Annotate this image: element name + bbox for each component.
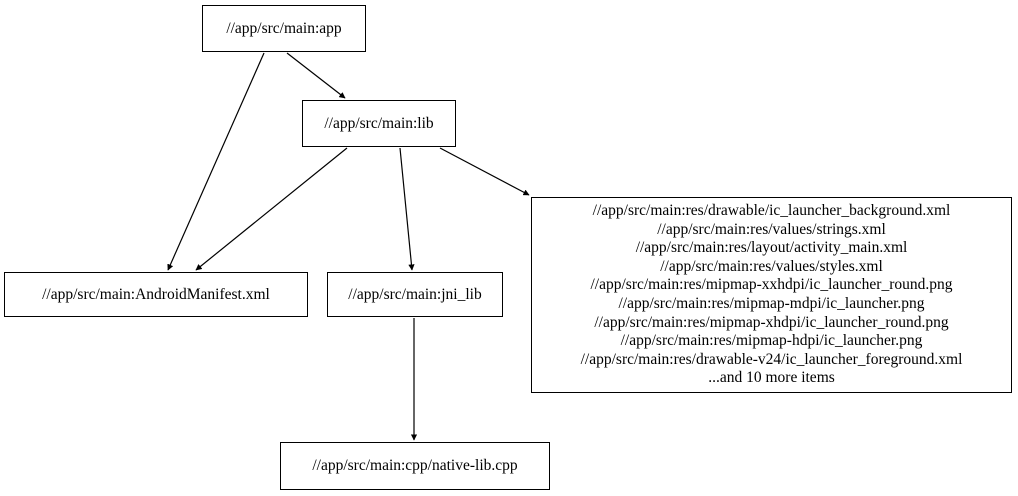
graph-node-lib[interactable]: //app/src/main:lib bbox=[302, 100, 456, 147]
graph-node-native-lib-cpp[interactable]: //app/src/main:cpp/native-lib.cpp bbox=[280, 442, 550, 490]
graph-edge-app-to-manifest bbox=[167, 52, 265, 271]
graph-node-app-label: //app/src/main:app bbox=[226, 19, 342, 37]
graph-node-jni-lib-label: //app/src/main:jni_lib bbox=[348, 285, 482, 303]
graph-edge-app-to-lib bbox=[286, 52, 346, 99]
graph-edge-lib-to-resources bbox=[439, 147, 530, 196]
graph-node-app[interactable]: //app/src/main:app bbox=[202, 5, 366, 52]
graph-node-native-lib-cpp-label: //app/src/main:cpp/native-lib.cpp bbox=[312, 457, 518, 474]
graph-edge-lib-to-manifest bbox=[195, 147, 348, 271]
graph-edge-lib-to-jni-lib bbox=[399, 147, 415, 271]
graph-node-jni-lib[interactable]: //app/src/main:jni_lib bbox=[327, 272, 503, 317]
graph-node-android-manifest[interactable]: //app/src/main:AndroidManifest.xml bbox=[4, 272, 308, 317]
graph-node-resources[interactable]: //app/src/main:res/drawable/ic_launcher_… bbox=[531, 197, 1012, 393]
graph-node-lib-label: //app/src/main:lib bbox=[324, 114, 434, 132]
graph-node-android-manifest-label: //app/src/main:AndroidManifest.xml bbox=[42, 285, 270, 303]
graph-node-resources-label: //app/src/main:res/drawable/ic_launcher_… bbox=[580, 202, 963, 387]
